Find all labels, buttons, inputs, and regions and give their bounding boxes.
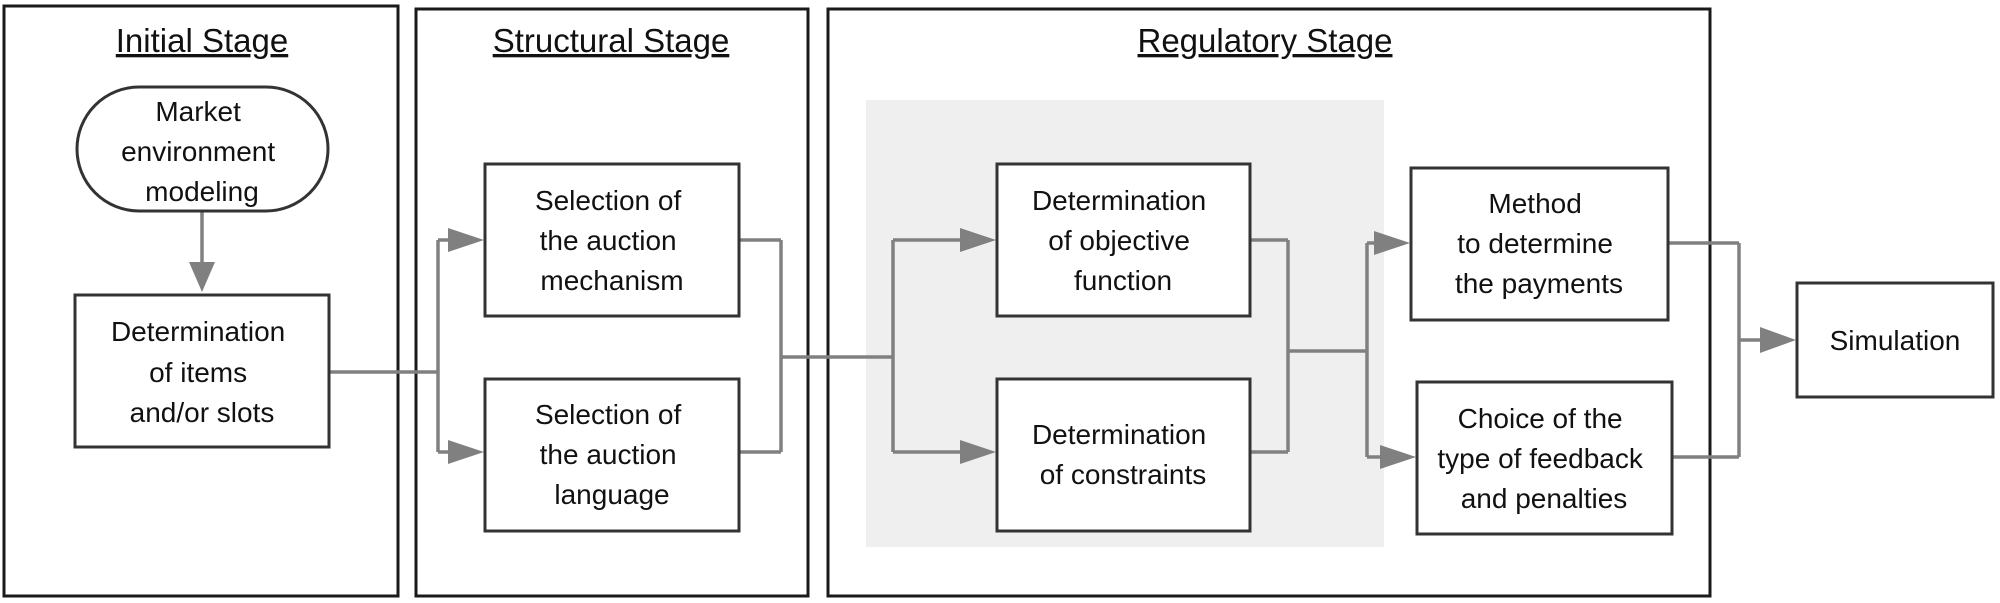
arrowhead-to-payments: [1374, 231, 1410, 255]
initial-stage-title: Initial Stage: [116, 22, 288, 59]
arrowhead-to-language: [448, 440, 484, 464]
arrowhead-to-simulation: [1760, 327, 1796, 353]
arrowhead-to-objective: [960, 228, 996, 252]
node-selection-of-auction-language: Selection of the auction language: [483, 377, 741, 533]
structural-stage-title: Structural Stage: [493, 22, 730, 59]
arrowhead-to-feedback: [1380, 445, 1416, 469]
node-selection-of-auction-mechanism: Selection of the auction mechanism: [483, 162, 741, 318]
svg-text:Determination of objecti: Determination of objective function: [1032, 185, 1214, 296]
node-determination-of-constraints: Determination of constraints: [995, 377, 1252, 533]
node-method-to-determine-payments: Method to determine the payments: [1409, 166, 1670, 322]
svg-text:Simulation: Simulation: [1830, 325, 1961, 356]
arrowhead-to-mechanism: [448, 228, 484, 252]
node-determination-of-items: Determination of items and/or slots: [73, 293, 331, 449]
node-simulation: Simulation: [1795, 281, 1995, 399]
connectors: [189, 212, 1796, 469]
svg-text:Selection of the auction: Selection of the auction mechanism: [535, 185, 689, 296]
arrowhead-market-to-items: [189, 262, 215, 292]
svg-text:Selection of the auction: Selection of the auction language: [535, 399, 689, 510]
svg-text:Choice of the type of fe: Choice of the type of feedback and penal…: [1437, 403, 1650, 514]
node-determination-of-objective-function: Determination of objective function: [995, 162, 1252, 318]
arrowhead-to-constraints: [960, 440, 996, 464]
svg-text:Method to determine: Method to determine the payments: [1455, 188, 1623, 299]
node-market-environment-modeling: Market environment modeling: [75, 85, 330, 213]
regulatory-stage-title: Regulatory Stage: [1138, 22, 1393, 59]
svg-text:Determination of constra: Determination of constraints: [1032, 419, 1214, 490]
svg-text:Determination of items: Determination of items and/or slots: [111, 316, 293, 428]
node-choice-of-feedback-and-penalties: Choice of the type of feedback and penal…: [1415, 380, 1674, 536]
svg-text:Market environment: Market environment modeling: [121, 96, 283, 207]
